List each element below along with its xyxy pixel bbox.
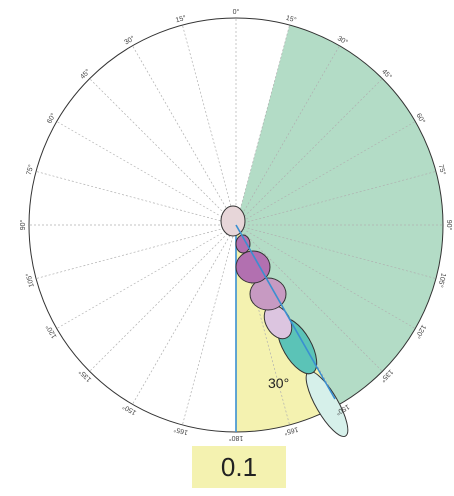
tick-label-right: 90° [445,220,453,231]
tick-label-left: 165° [173,425,189,437]
grid-line [235,224,383,372]
grid-line [56,121,237,226]
grid-line [56,224,237,329]
value-text: 0.1 [220,451,258,482]
grid-line [235,224,437,279]
tick-label-left: 120° [44,323,58,340]
grid-line [235,224,290,426]
tick-label-right: 105° [436,272,448,288]
grid-line [235,224,416,329]
blob-purple-top [235,234,251,254]
value-box: 0.1 [192,446,286,488]
tick-label-left: 0° [233,8,240,16]
tick-label-left: 180° [229,434,244,442]
tick-label-right: 75° [437,164,448,176]
grid-line [182,24,237,226]
grid-line [132,224,237,405]
grid-line [235,45,340,226]
blob-purple [235,250,271,284]
blob-mauve [249,277,287,311]
grid-line [89,224,237,372]
grid-line [235,24,290,226]
tick-label-left: 90° [19,220,27,231]
grid-line [89,78,237,226]
tick-label-right: 165° [283,425,299,437]
grid-line [235,78,383,226]
radial-grid-lines [29,18,443,432]
grid-line [235,224,340,405]
grid-line [35,224,237,279]
tick-label-right: 15° [285,14,297,25]
tick-label-left: 15° [175,14,187,25]
tick-label-left: 75° [25,163,36,175]
grid-line [35,171,237,226]
grid-line [235,171,437,226]
grid-line [182,224,237,426]
tick-label-left: 150° [121,402,138,416]
green-sector [236,25,443,405]
tick-label-left: 105° [24,272,36,288]
limb-blobs [220,205,349,438]
angle-label: 30° [268,375,289,391]
grid-line [132,45,237,226]
blob-head [220,205,246,237]
blue-angled-line [235,224,336,400]
grid-line [235,121,416,226]
